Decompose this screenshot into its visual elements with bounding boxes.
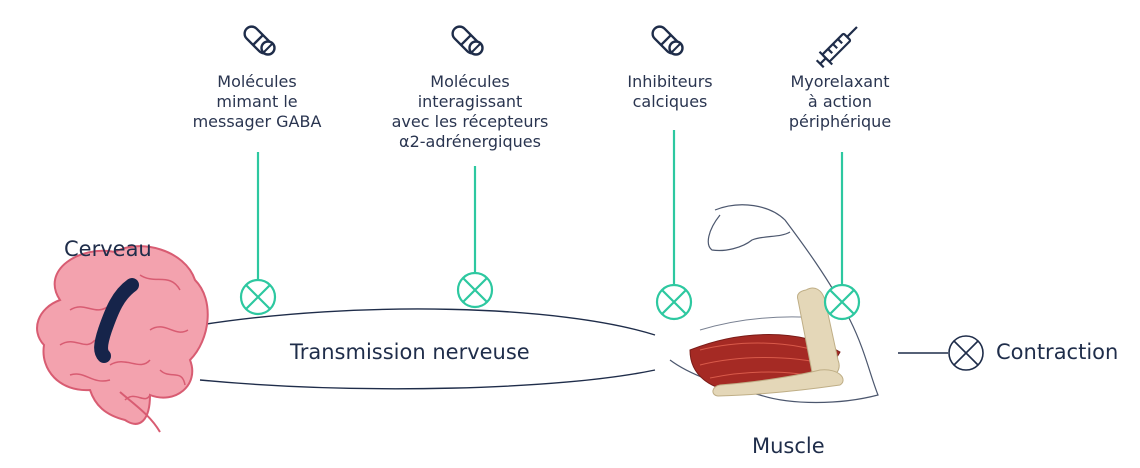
brain-label: Cerveau [64,237,152,261]
block-marker-icon [239,278,277,316]
block-marker-icon [655,283,693,321]
block-marker-icon [456,271,494,309]
contraction-block-icon [948,335,984,371]
inhibition-lines [256,130,844,285]
brain-illustration [36,245,209,433]
drug-label-line: Myorelaxant [790,72,890,91]
drug-label-line: avec les récepteurs [391,112,549,131]
drug-label-calcium: Inhibiteurs calciques [585,72,755,112]
muscle-label: Muscle [752,434,825,458]
drug-label-line: Molécules [217,72,297,91]
drug-label-line: messager GABA [192,112,322,131]
drug-label-line: Inhibiteurs [627,72,713,91]
drug-label-line: mimant le [216,92,298,111]
drug-label-alpha2: Molécules interagissant avec les récepte… [385,72,555,152]
drug-label-myorelaxant: Myorelaxant à action périphérique [755,72,925,132]
transmission-label: Transmission nerveuse [290,340,530,364]
drug-label-line: à action [807,92,873,111]
syringe-icon [815,26,858,69]
contraction-label: Contraction [996,340,1119,364]
arm-muscle-illustration [669,204,879,404]
drug-label-line: calciques [632,92,708,111]
drug-label-line: interagissant [417,92,523,111]
contraction-marker [898,335,984,371]
block-marker-icon [823,283,861,321]
drug-label-line: α2-adrénergiques [399,132,541,151]
drug-label-line: périphérique [788,112,892,131]
drug-label-line: Molécules [430,72,510,91]
transmission-pathway-ellipse [199,308,656,390]
drug-label-gaba: Molécules mimant le messager GABA [172,72,342,132]
block-markers [239,271,861,321]
